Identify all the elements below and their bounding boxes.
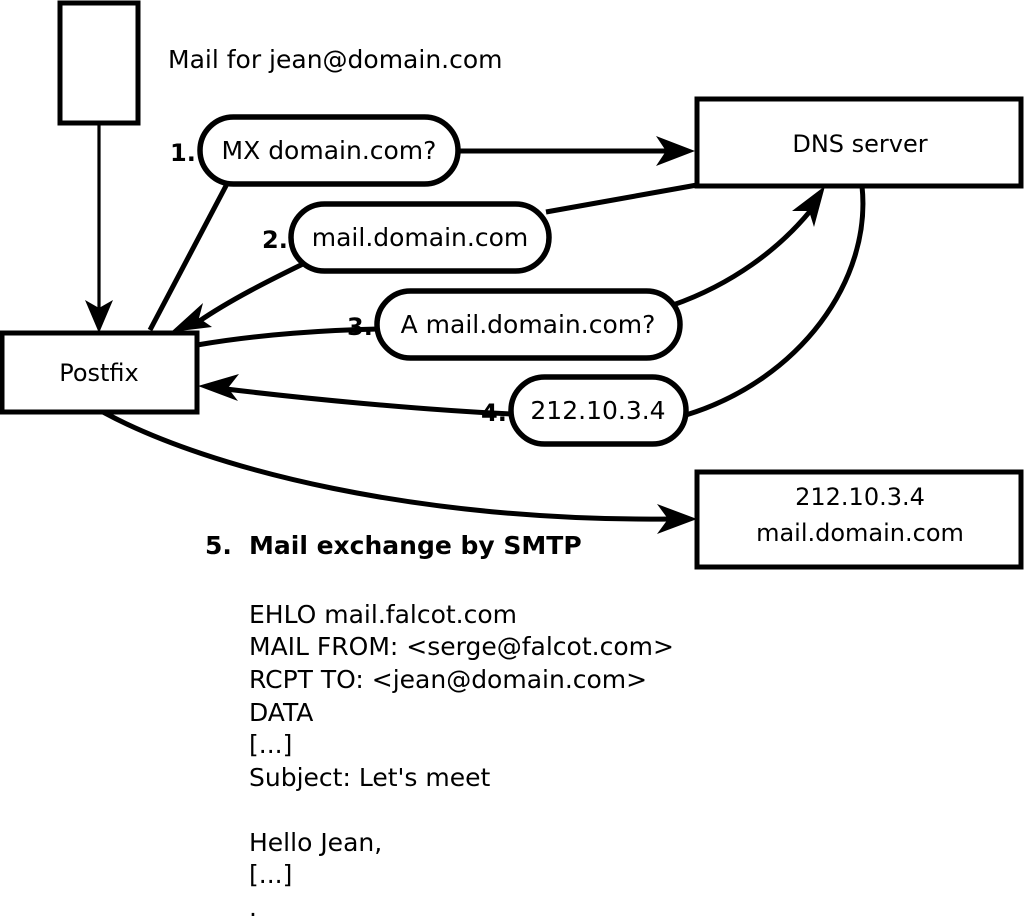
bubble-step-2[interactable] xyxy=(288,201,552,274)
node-destination-box[interactable] xyxy=(694,469,1024,570)
smtp-line-4: [...] xyxy=(249,730,292,759)
edge-postfix-to-destination xyxy=(101,409,673,522)
edge-postfix-to-step1 xyxy=(147,180,231,332)
arrowhead-postfix-to-destination xyxy=(657,504,697,534)
smtp-line-8: [...] xyxy=(249,860,292,889)
node-dns-box[interactable] xyxy=(694,96,1024,189)
smtp-transcript: EHLO mail.falcot.com MAIL FROM: <serge@f… xyxy=(249,600,674,919)
bubble-step-4-label: 212.10.3.4 xyxy=(530,396,665,425)
bubble-step-1[interactable] xyxy=(197,114,461,187)
bubble-step-2-label: mail.domain.com xyxy=(312,223,528,252)
node-destination-host: mail.domain.com xyxy=(756,519,964,547)
bubble-step-1-label: MX domain.com? xyxy=(222,136,437,165)
step-number-5: 5. xyxy=(205,531,232,560)
smtp-line-5: Subject: Let's meet xyxy=(249,763,490,792)
step-number-2: 2. xyxy=(262,226,288,254)
smtp-line-2: RCPT TO: <jean@domain.com> xyxy=(249,665,647,694)
bubble-step-3[interactable] xyxy=(374,288,683,361)
edge-step3-to-dns xyxy=(672,203,817,308)
smtp-line-0: EHLO mail.falcot.com xyxy=(249,600,517,629)
step-number-4: 4. xyxy=(481,399,507,427)
arrowhead-sender-to-postfix xyxy=(85,300,113,333)
node-postfix-label: Postfix xyxy=(59,359,139,387)
node-sender-box[interactable] xyxy=(57,0,141,126)
node-dns-label: DNS server xyxy=(792,130,927,158)
node-destination-ip: 212.10.3.4 xyxy=(795,483,925,511)
edge-dns-to-step4 xyxy=(685,185,866,418)
bubble-step-4[interactable] xyxy=(508,374,689,447)
smtp-line-10: . xyxy=(249,893,257,919)
smtp-line-3: DATA xyxy=(249,698,313,727)
edge-step2-to-postfix xyxy=(196,259,309,325)
arrowhead-step2-to-postfix xyxy=(171,303,212,332)
step-5-label: Mail exchange by SMTP xyxy=(249,531,582,560)
smtp-line-1: MAIL FROM: <serge@falcot.com> xyxy=(249,632,674,661)
edge-postfix-to-step3 xyxy=(196,326,379,348)
step-number-3: 3. xyxy=(347,313,373,341)
edge-step4-to-postfix xyxy=(225,386,513,417)
arrowhead-step3-to-dns xyxy=(792,186,825,227)
step-number-1: 1. xyxy=(170,139,196,167)
bubble-step-3-label: A mail.domain.com? xyxy=(401,310,656,339)
edge-dns-to-step2 xyxy=(545,182,698,215)
arrowhead-step4-to-postfix xyxy=(198,374,239,401)
smtp-line-7: Hello Jean, xyxy=(249,828,382,857)
arrowhead-step1-to-dns xyxy=(656,136,695,166)
diagram-title: Mail for jean@domain.com xyxy=(168,45,503,74)
node-postfix-box[interactable] xyxy=(0,330,200,415)
